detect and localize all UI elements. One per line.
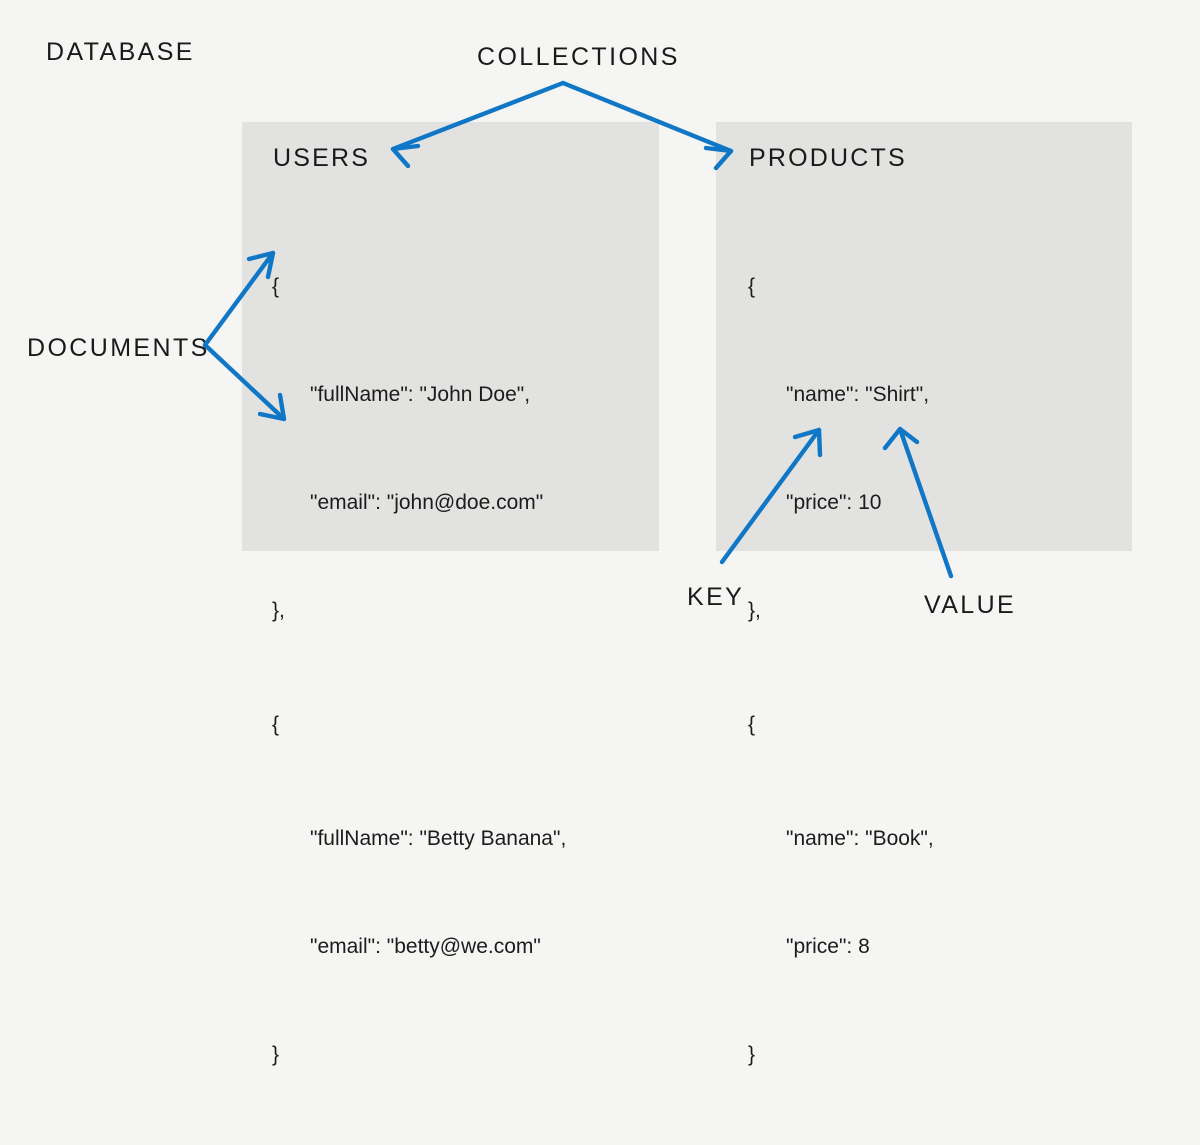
collection-panel-users: USERS { "fullName": "John Doe", "email":… bbox=[242, 122, 659, 1066]
json-line: }, bbox=[272, 599, 285, 622]
json-line: } bbox=[272, 1043, 280, 1066]
label-documents: DOCUMENTS bbox=[27, 334, 210, 362]
diagram-canvas: DATABASE COLLECTIONS DOCUMENTS KEY VALUE… bbox=[27, 38, 1132, 1066]
json-line: "email": "betty@we.com" bbox=[310, 935, 541, 958]
collection-body-users: { "fullName": "John Doe", "email": "john… bbox=[272, 197, 566, 1145]
collection-body-products: { "name": "Shirt", "price": 10 }, { "nam… bbox=[748, 197, 934, 1145]
label-key: KEY bbox=[687, 583, 745, 611]
label-database: DATABASE bbox=[46, 38, 195, 66]
json-line: } bbox=[748, 1043, 756, 1066]
json-line: { bbox=[748, 275, 756, 298]
json-line: "name": "Shirt", bbox=[786, 383, 930, 406]
json-line: "email": "john@doe.com" bbox=[310, 491, 544, 514]
collection-title-products: PRODUCTS bbox=[749, 144, 907, 172]
collection-title-users: USERS bbox=[273, 144, 371, 172]
label-collections: COLLECTIONS bbox=[477, 43, 680, 71]
json-line: "price": 10 bbox=[786, 491, 882, 514]
collection-panel-products: PRODUCTS { "name": "Shirt", "price": 10 … bbox=[716, 122, 1132, 1066]
json-line: { bbox=[272, 713, 280, 736]
label-value: VALUE bbox=[924, 591, 1017, 619]
json-line: { bbox=[748, 713, 756, 736]
json-line: }, bbox=[748, 599, 761, 622]
json-line: "name": "Book", bbox=[786, 827, 934, 850]
json-line: { bbox=[272, 275, 280, 298]
json-line: "fullName": "John Doe", bbox=[310, 383, 531, 406]
json-line: "price": 8 bbox=[786, 935, 870, 958]
json-line: "fullName": "Betty Banana", bbox=[310, 827, 567, 850]
